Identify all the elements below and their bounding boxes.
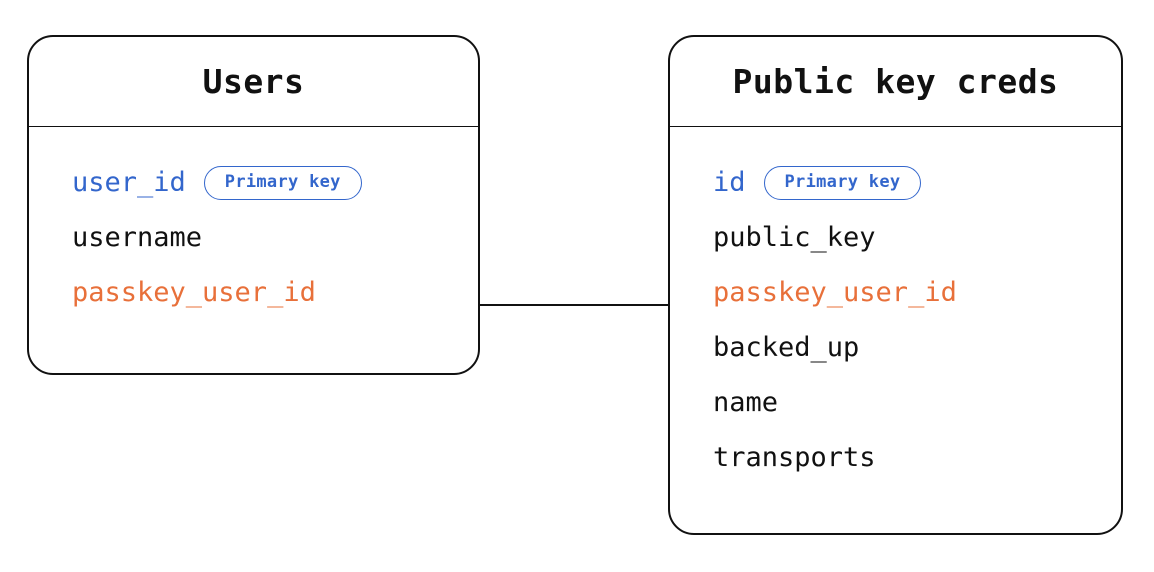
primary-key-badge: Primary key [203,165,362,200]
entity-fields-public-key-creds: id Primary key public_key passkey_user_i… [670,127,1121,533]
entity-header-users: Users [29,37,478,127]
field-name-name: name [713,387,779,418]
entity-title-users: Users [202,62,305,101]
field-row-passkey-user-id[interactable]: passkey_user_id [72,265,478,320]
primary-key-badge: Primary key [763,165,922,200]
field-row-username[interactable]: username [72,210,478,265]
field-name-public-key: public_key [713,222,876,253]
entity-users[interactable]: Users user_id Primary key username passk… [27,35,480,375]
field-name-transports: transports [713,442,876,473]
field-row-passkey-user-id[interactable]: passkey_user_id [713,265,1121,320]
field-row-transports[interactable]: transports [713,430,1121,485]
field-row-id[interactable]: id Primary key [713,155,1121,210]
entity-public-key-creds[interactable]: Public key creds id Primary key public_k… [668,35,1123,535]
relationship-connector-users-public-key-creds [479,304,670,307]
field-name-backed-up: backed_up [713,332,860,363]
field-row-public-key[interactable]: public_key [713,210,1121,265]
field-row-backed-up[interactable]: backed_up [713,320,1121,375]
field-name-username: username [72,222,203,253]
field-name-passkey-user-id: passkey_user_id [713,277,957,308]
entity-title-public-key-creds: Public key creds [732,62,1059,101]
entity-header-public-key-creds: Public key creds [670,37,1121,127]
field-row-user-id[interactable]: user_id Primary key [72,155,478,210]
primary-key-badge-label: Primary key [784,172,901,192]
field-name-passkey-user-id: passkey_user_id [72,277,316,308]
field-row-name[interactable]: name [713,375,1121,430]
field-name-id: id [713,167,746,198]
field-name-user-id: user_id [72,167,186,198]
primary-key-badge-label: Primary key [224,172,341,192]
entity-fields-users: user_id Primary key username passkey_use… [29,127,478,373]
